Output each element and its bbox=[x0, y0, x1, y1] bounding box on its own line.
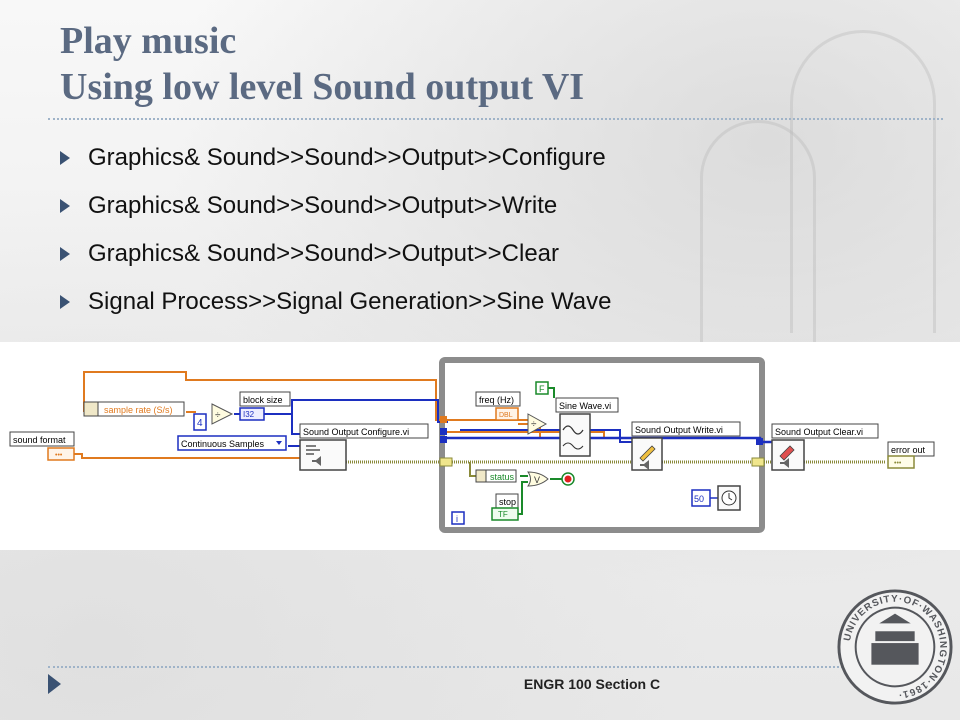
write-vi-label-box bbox=[631, 421, 741, 437]
sound-format-label-box bbox=[9, 431, 75, 447]
freq-type: DBL bbox=[499, 412, 513, 419]
constant-4[interactable] bbox=[193, 413, 207, 431]
freq-label-box bbox=[475, 391, 521, 407]
stop-label: stop bbox=[499, 497, 516, 507]
divide-symbol: ÷ bbox=[215, 410, 221, 421]
divide-symbol-2: ÷ bbox=[531, 419, 537, 430]
title-line-2: Using low level Sound output VI bbox=[60, 66, 585, 108]
bullet-item: Graphics& Sound>>Sound>>Output>>Configur… bbox=[60, 138, 920, 186]
or-symbol: V bbox=[534, 475, 540, 485]
bullet-item: Graphics& Sound>>Sound>>Output>>Clear bbox=[60, 234, 920, 282]
bullet-text: Graphics& Sound>>Sound>>Output>>Clear bbox=[88, 240, 559, 267]
divide-node-2 bbox=[527, 413, 548, 435]
bullet-text: Graphics& Sound>>Sound>>Output>>Write bbox=[88, 192, 558, 219]
footer-divider bbox=[48, 666, 943, 668]
speaker-icon bbox=[640, 460, 649, 470]
task-id-wire bbox=[460, 429, 632, 443]
sound-format-type: ••• bbox=[55, 452, 63, 459]
sample-rate-label: sample rate (S/s) bbox=[104, 405, 173, 415]
sound-format-label: sound format bbox=[13, 435, 66, 445]
block-size-label: block size bbox=[243, 395, 283, 405]
background-arch bbox=[700, 120, 816, 343]
block-size-wire bbox=[234, 399, 448, 423]
bullet-text: Signal Process>>Signal Generation>>Sine … bbox=[88, 288, 612, 315]
shift-register-left bbox=[439, 457, 453, 467]
task-id-out-wire bbox=[446, 436, 772, 444]
bullet-arrow-icon bbox=[60, 199, 70, 213]
tunnel bbox=[440, 416, 447, 423]
title-line-1: Play music bbox=[60, 20, 237, 62]
sine-wave-vi-label-box bbox=[555, 397, 619, 413]
tunnel bbox=[440, 428, 447, 435]
bullet-arrow-icon bbox=[60, 295, 70, 309]
footer-text: ENGR 100 Section C bbox=[523, 676, 661, 692]
unbundle-icon bbox=[475, 469, 487, 483]
error-out-type: ••• bbox=[894, 460, 902, 467]
labview-block-diagram: sound format ••• sample rate (S/s) 4 ÷ b… bbox=[0, 342, 960, 550]
error-out-label: error out bbox=[891, 445, 926, 455]
false-constant-value: F bbox=[539, 384, 545, 394]
sine-wave-output-icon bbox=[562, 442, 584, 450]
bullet-item: Graphics& Sound>>Sound>>Output>>Write bbox=[60, 186, 920, 234]
block-size-terminal bbox=[239, 407, 265, 421]
tunnel bbox=[440, 436, 447, 443]
error-out-terminal bbox=[887, 455, 915, 469]
block-size-type: I32 bbox=[243, 410, 255, 419]
configure-vi-node[interactable] bbox=[299, 439, 347, 471]
bullet-item: Signal Process>>Signal Generation>>Sine … bbox=[60, 282, 920, 330]
wait-constant-value: 50 bbox=[694, 494, 704, 504]
footer-arrow-icon bbox=[48, 674, 61, 694]
bullet-list: Graphics& Sound>>Sound>>Output>>Configur… bbox=[60, 138, 920, 330]
clock-hands-icon bbox=[728, 493, 733, 501]
reset-wire bbox=[548, 387, 555, 398]
speaker-icon bbox=[312, 456, 321, 466]
sound-format-wire bbox=[72, 453, 300, 459]
block-diagram-canvas: sound format ••• sample rate (S/s) 4 ÷ b… bbox=[9, 357, 935, 533]
slide-title: Play music Using low level Sound output … bbox=[60, 18, 820, 110]
continuous-samples-label: Continuous Samples bbox=[181, 439, 265, 449]
stop-type: TF bbox=[498, 510, 508, 519]
unbundle-icon bbox=[83, 401, 99, 417]
while-loop-frame bbox=[439, 357, 765, 533]
continuous-samples-enum[interactable] bbox=[177, 435, 287, 451]
sine-wave-vi-label: Sine Wave.vi bbox=[559, 401, 611, 411]
bullet-text: Graphics& Sound>>Sound>>Output>>Configur… bbox=[88, 144, 606, 171]
eraser-icon bbox=[779, 445, 795, 461]
write-vi-label: Sound Output Write.vi bbox=[635, 425, 723, 435]
false-constant[interactable] bbox=[535, 381, 549, 395]
configure-vi-label: Sound Output Configure.vi bbox=[303, 427, 409, 437]
freq-terminal[interactable] bbox=[495, 407, 519, 421]
pencil-icon bbox=[639, 445, 656, 462]
university-seal-logo: UNIVERSITY·OF·WASHINGTON·1861· bbox=[837, 589, 953, 705]
shift-register-right bbox=[751, 457, 765, 467]
configure-vi-icon bbox=[306, 445, 320, 455]
sine-wave-vi-node[interactable] bbox=[559, 413, 591, 457]
divide-node bbox=[211, 403, 234, 425]
stop-bool-wire bbox=[516, 481, 528, 515]
title-divider bbox=[48, 118, 943, 120]
or-node bbox=[527, 471, 549, 487]
block-size-branch-wire bbox=[291, 414, 300, 435]
constant-4-value: 4 bbox=[197, 418, 203, 429]
iteration-terminal bbox=[451, 511, 465, 525]
bullet-arrow-icon bbox=[60, 151, 70, 165]
stop-button-terminal[interactable] bbox=[491, 507, 519, 521]
iteration-label: i bbox=[456, 514, 458, 524]
sine-wave-icon bbox=[562, 425, 584, 435]
clear-vi-label-box bbox=[771, 423, 879, 439]
sound-format-terminal[interactable] bbox=[47, 447, 75, 461]
enum-dropdown-icon bbox=[276, 441, 282, 445]
configure-vi-label-box bbox=[299, 423, 429, 439]
status-label: status bbox=[490, 472, 515, 482]
freq-label: freq (Hz) bbox=[479, 395, 514, 405]
tunnel bbox=[756, 438, 763, 445]
stop-condition-icon bbox=[564, 475, 572, 483]
block-size-label-box bbox=[239, 391, 291, 407]
bullet-arrow-icon bbox=[60, 247, 70, 261]
speaker-icon bbox=[780, 458, 789, 468]
clear-vi-label: Sound Output Clear.vi bbox=[775, 427, 863, 437]
